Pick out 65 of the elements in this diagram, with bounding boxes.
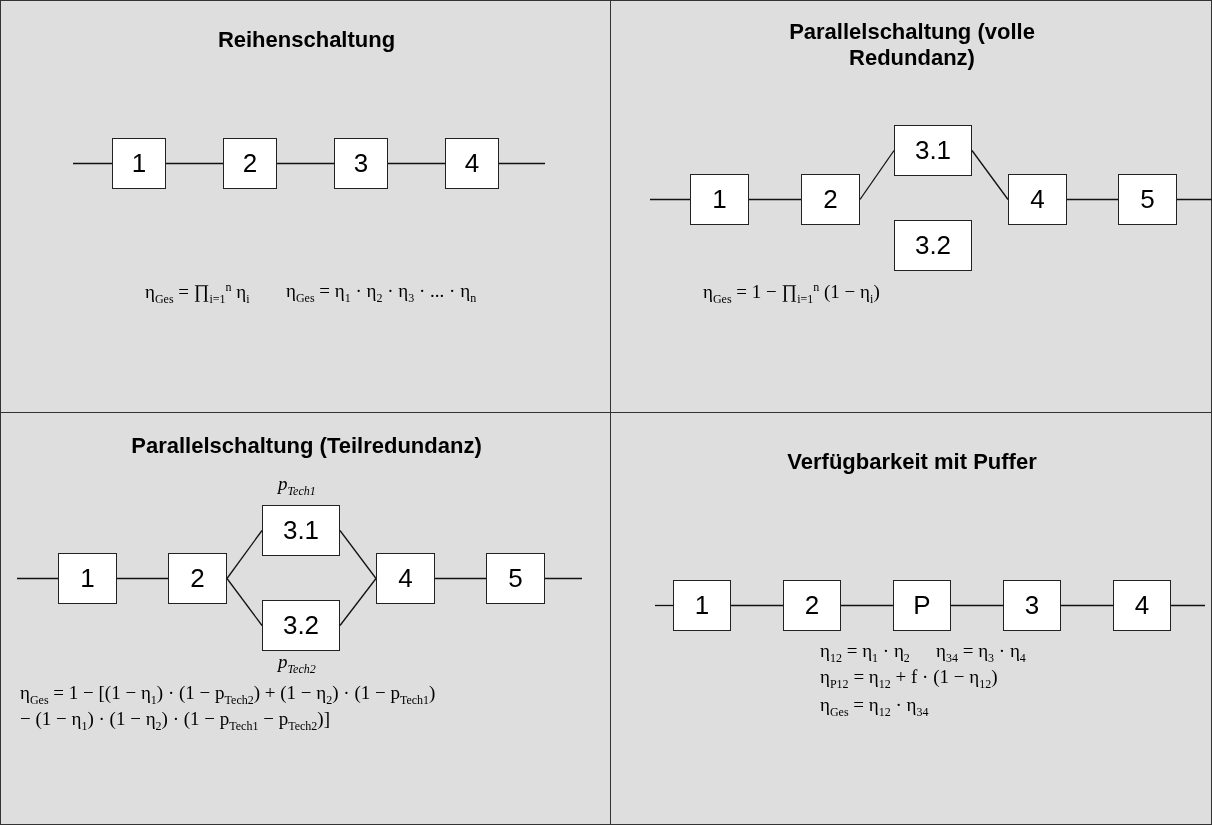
- formula: η$_{34}$ = η$_{3}$ · η$_{4}$: [936, 640, 1026, 666]
- formula: η$_{Ges}$ = ∏$_{i=1}$$^{n}$ η$_{i}$: [145, 280, 250, 308]
- panel-title: Verfügbarkeit mit Puffer: [786, 449, 1038, 475]
- connector-line: [840, 604, 894, 607]
- connector-line: [498, 162, 546, 165]
- panel: [610, 412, 1212, 825]
- block-box: 3.2: [894, 220, 972, 271]
- connector-line: [434, 577, 487, 580]
- connector-line: [339, 529, 377, 580]
- connector-line: [1066, 198, 1119, 201]
- block-box: 1: [112, 138, 166, 189]
- connector-line: [654, 604, 674, 607]
- formula: − (1 − η$_{1}$) · (1 − η$_{2}$) · (1 − p$_{Tech1}$ − p$_{Tech2}$)]: [20, 708, 330, 734]
- block-box: 4: [445, 138, 499, 189]
- connector-line: [339, 577, 377, 627]
- block-box: 2: [223, 138, 277, 189]
- block-box: P: [893, 580, 951, 631]
- connector-line: [226, 529, 263, 580]
- probability-label: p$_{Tech2}$: [278, 651, 316, 677]
- block-box: 4: [376, 553, 435, 604]
- formula: η$_{Ges}$ = 1 − ∏$_{i=1}$$^{n}$ (1 − η$_{i}$): [703, 280, 880, 308]
- connector-line: [72, 162, 113, 165]
- connector-line: [226, 577, 263, 627]
- panel: [0, 412, 611, 825]
- block-box: 1: [673, 580, 731, 631]
- block-box: 2: [801, 174, 860, 225]
- block-box: 4: [1008, 174, 1067, 225]
- connector-line: [16, 577, 59, 580]
- connector-line: [971, 149, 1009, 201]
- connector-line: [730, 604, 784, 607]
- probability-label: p$_{Tech1}$: [278, 473, 316, 499]
- block-box: 5: [1118, 174, 1177, 225]
- panel-title: Reihenschaltung: [216, 27, 397, 53]
- connector-line: [1176, 198, 1212, 201]
- connector-line: [544, 577, 583, 580]
- block-box: 4: [1113, 580, 1171, 631]
- connector-line: [1170, 604, 1206, 607]
- formula: η$_{Ges}$ = η$_{1}$ · η$_{2}$ · η$_{3}$ · ... · η$_{n}$: [286, 280, 477, 306]
- block-box: 3: [334, 138, 388, 189]
- panel: [0, 0, 611, 413]
- connector-line: [276, 162, 335, 165]
- formula: η$_{P12}$ = η$_{12}$ + f · (1 − η$_{12}$): [820, 666, 998, 692]
- connector-line: [950, 604, 1004, 607]
- block-box: 3.2: [262, 600, 340, 651]
- connector-line: [387, 162, 446, 165]
- connector-line: [748, 198, 802, 201]
- block-box: 1: [58, 553, 117, 604]
- block-box: 1: [690, 174, 749, 225]
- block-box: 3.1: [894, 125, 972, 176]
- panel-title: Parallelschaltung (Teilredundanz): [130, 433, 483, 459]
- panel: [610, 0, 1212, 413]
- block-box: 3: [1003, 580, 1061, 631]
- block-box: 5: [486, 553, 545, 604]
- formula: η$_{Ges}$ = η$_{12}$ · η$_{34}$: [820, 694, 929, 720]
- block-box: 3.1: [262, 505, 340, 556]
- block-box: 2: [783, 580, 841, 631]
- connector-line: [116, 577, 169, 580]
- formula: η$_{Ges}$ = 1 − [(1 − η$_{1}$) · (1 − p$_{Tech2}$) + (1 − η$_{2}$) · (1 − p$_{Tech1}$): [20, 682, 436, 708]
- panel-title: Parallelschaltung (volle Redundanz): [788, 19, 1036, 71]
- formula: η$_{12}$ = η$_{1}$ · η$_{2}$: [820, 640, 910, 666]
- connector-line: [1060, 604, 1114, 607]
- connector-line: [165, 162, 224, 165]
- block-box: 2: [168, 553, 227, 604]
- connector-line: [859, 149, 895, 201]
- connector-line: [649, 198, 691, 201]
